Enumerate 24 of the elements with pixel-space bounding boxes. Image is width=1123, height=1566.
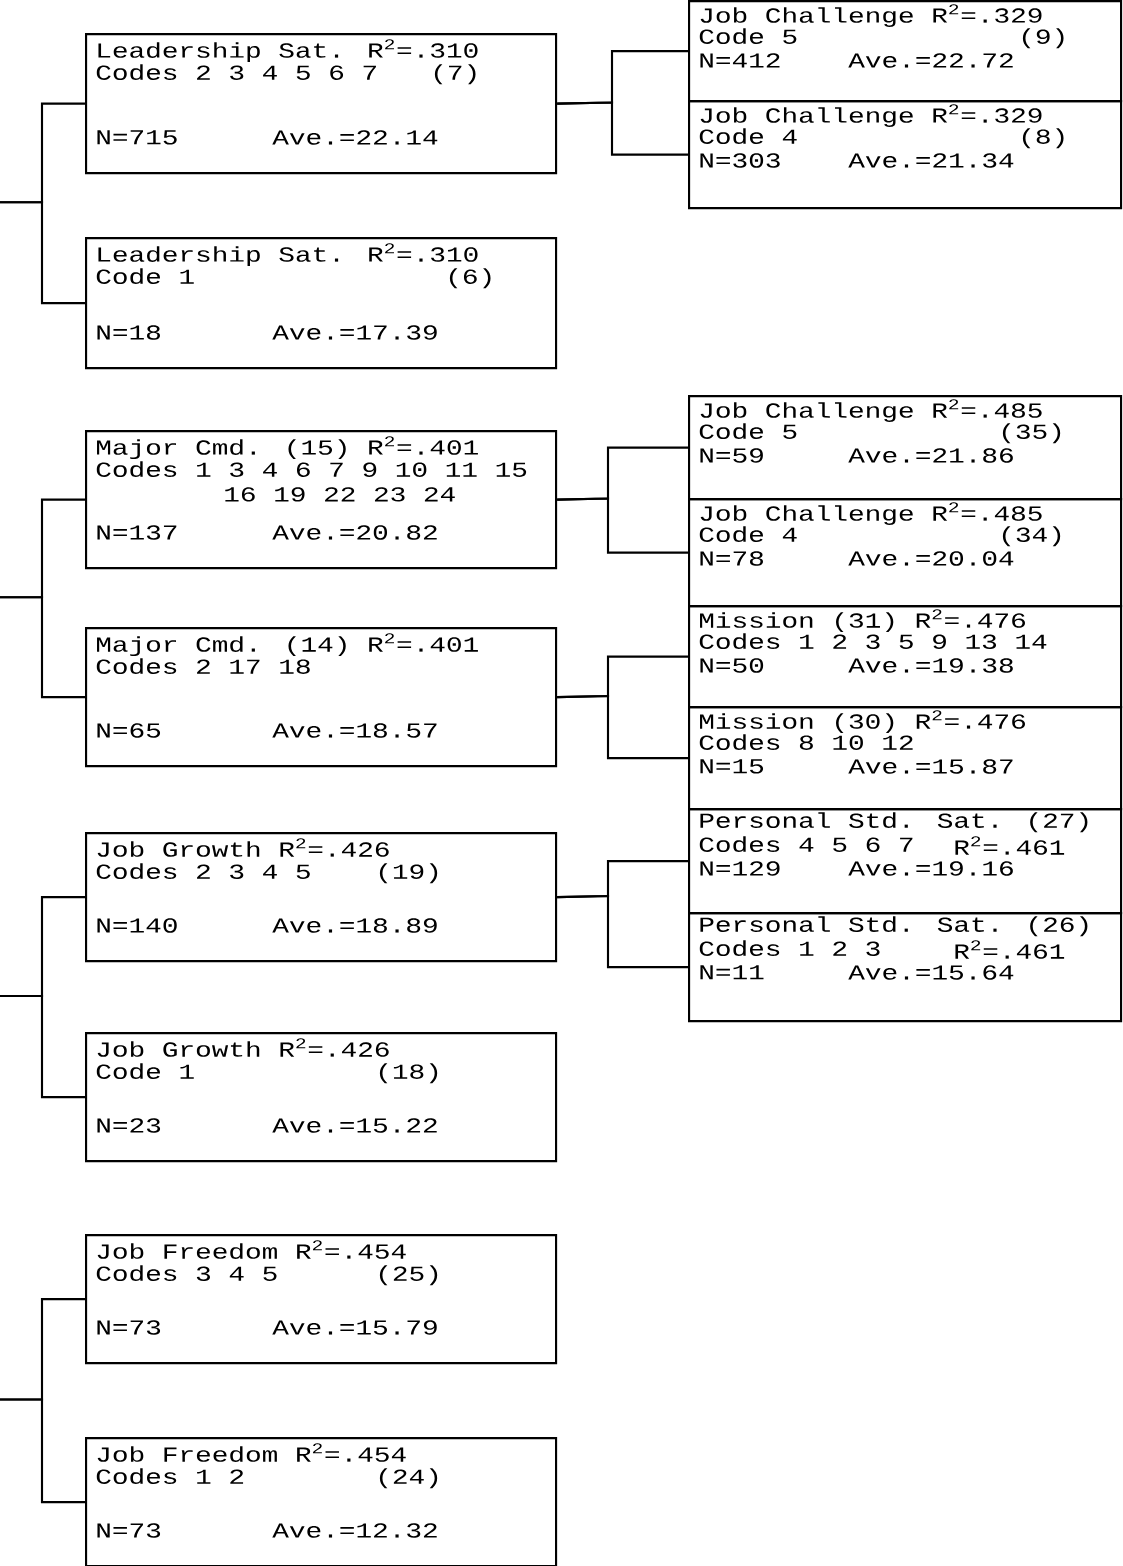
result-box: Leadership Sat. R$^{2}$=.310 Code 1 (6) N=18 Ave.=17.39 [85, 237, 558, 370]
bracket-connector [557, 497, 688, 554]
result-box: Job Challenge R$^{2}$=.329 Code 4 (8) N=303 Ave.=21.34 [688, 100, 1123, 210]
bracket-connector [0, 1398, 85, 1504]
result-box: Job Freedom R$^{2}$=.454 Codes 3 4 5 (25) N=73 Ave.=15.79 [85, 1234, 558, 1365]
bracket-connector [557, 694, 688, 760]
bracket-connector [557, 894, 688, 969]
result-box: Job Growth R$^{2}$=.426 Codes 2 3 4 5 (19) N=140 Ave.=18.89 [85, 832, 558, 963]
bracket-connector [0, 994, 85, 1099]
result-box: Major Cmd. (14) R$^{2}$=.401 Codes 2 17 18 N=65 Ave.=18.57 [85, 627, 558, 768]
result-box: Job Challenge R$^{2}$=.329 Code 5 (9) N=412 Ave.=22.72 [688, 0, 1123, 103]
result-box: Major Cmd. (15) R$^{2}$=.401 Codes 1 3 4 6 7 9 10 11 15 16 19 22 23 24 N=137 Ave.=20.82 [85, 430, 558, 570]
bracket-connector [0, 596, 85, 699]
result-box: Mission (31) R$^{2}$=.476 Codes 1 2 3 5 9 13 14 N=50 Ave.=19.38 [688, 605, 1123, 709]
result-box: Job Growth R$^{2}$=.426 Code 1 (18) N=23 Ave.=15.22 [85, 1032, 558, 1163]
result-box: Job Freedom R$^{2}$=.454 Codes 1 2 (24) N=73 Ave.=12.32 [85, 1437, 558, 1566]
result-box: Mission (30) R$^{2}$=.476 Codes 8 10 12 N=15 Ave.=15.87 [688, 706, 1123, 811]
bracket-connector [557, 101, 688, 156]
result-box: Personal Std. Sat. (26) Codes 1 2 3 R$^{2}$=.461 N=11 Ave.=15.64 [688, 912, 1123, 1023]
result-box: Personal Std. Sat. (27) Codes 4 5 6 7 R$^{2}$=.461 N=129 Ave.=19.16 [688, 808, 1123, 915]
bracket-connector [0, 201, 85, 305]
result-box: Leadership Sat. R$^{2}$=.310 Codes 2 3 4 5 6 7 (7) N=715 Ave.=22.14 [85, 33, 558, 175]
result-box: Job Challenge R$^{2}$=.485 Code 5 (35) N=59 Ave.=21.86 [688, 395, 1123, 501]
result-box: Job Challenge R$^{2}$=.485 Code 4 (34) N=78 Ave.=20.04 [688, 498, 1123, 608]
